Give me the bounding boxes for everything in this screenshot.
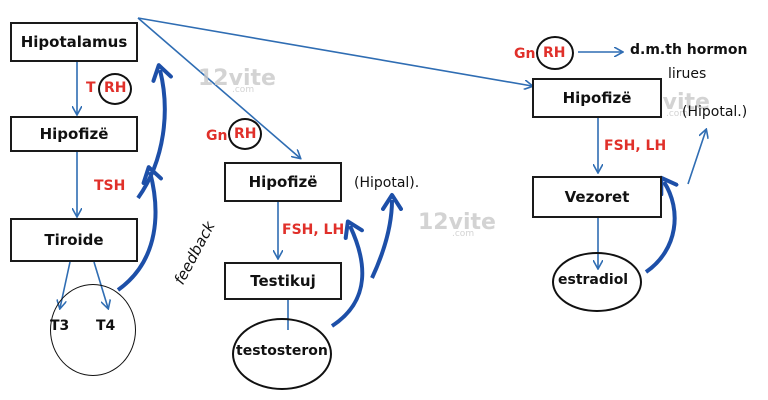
- vezoret-box: Vezoret: [532, 176, 662, 218]
- estradiol-label: estradiol: [558, 272, 629, 288]
- tsh-label: TSH: [94, 178, 126, 194]
- hipotal-label-middle: (Hipotal).: [354, 175, 420, 191]
- rh-circle: [98, 73, 132, 105]
- vezoret-label: Vezoret: [564, 188, 630, 206]
- hipotal-label-right: (Hipotal.): [682, 104, 748, 120]
- feedback-curve-testosteron: [330, 219, 365, 328]
- hipofize-box-middle: Hipofizë: [224, 162, 342, 202]
- t4-label: T4: [96, 318, 116, 334]
- hipotalamus-box: Hipotalamus: [10, 22, 138, 62]
- testikuj-label: Testikuj: [250, 272, 316, 290]
- hipotalamus-label: Hipotalamus: [20, 33, 128, 51]
- watermark: 12vite.com: [198, 66, 276, 95]
- gn-label-middle: Gn: [206, 128, 228, 144]
- tiroide-label: Tiroide: [44, 231, 104, 249]
- t3-label: T3: [50, 318, 70, 334]
- hipofize-box-left: Hipofizë: [10, 116, 138, 152]
- note-line2: lirues: [668, 66, 707, 82]
- testikuj-box: Testikuj: [224, 262, 342, 300]
- hipofize-box-right: Hipofizë: [532, 78, 662, 118]
- t3-t4-circle: [50, 284, 136, 376]
- rh-circle-right: [536, 36, 574, 70]
- hipofize-label-right: Hipofizë: [562, 89, 632, 107]
- arrow-hipotalamus-middle: [137, 17, 300, 158]
- feedback-curve-trh: [136, 63, 173, 200]
- hipofize-label-middle: Hipofizë: [248, 173, 318, 191]
- rh-label-middle: RH: [234, 126, 257, 142]
- estradiol-circle: [552, 252, 642, 312]
- gn-label-right: Gn: [514, 46, 536, 62]
- note-line1: d.m.th hormon: [630, 42, 748, 58]
- feedback-curve-estradiol: [644, 175, 679, 274]
- arrow-hipotalamus-right: [137, 17, 532, 86]
- fsh-lh-right: FSH, LH: [604, 138, 667, 154]
- trh-prefix: T: [86, 80, 96, 96]
- feedback-curve-testikuj: [370, 193, 403, 279]
- rh-circle-middle: [228, 118, 262, 150]
- watermark: 12vite.com: [418, 210, 496, 239]
- fsh-lh-middle: FSH, LH: [282, 222, 345, 238]
- tiroide-box: Tiroide: [10, 218, 138, 262]
- rh-label-right: RH: [543, 45, 566, 61]
- testosteron-circle: [232, 318, 332, 390]
- feedback-curve-tsh: [116, 165, 163, 292]
- trh-rh: RH: [104, 80, 127, 96]
- testosteron-label: testosteron: [236, 343, 328, 359]
- hipofize-label: Hipofizë: [39, 125, 109, 143]
- arrow-vezoret-hipotal: [687, 130, 706, 185]
